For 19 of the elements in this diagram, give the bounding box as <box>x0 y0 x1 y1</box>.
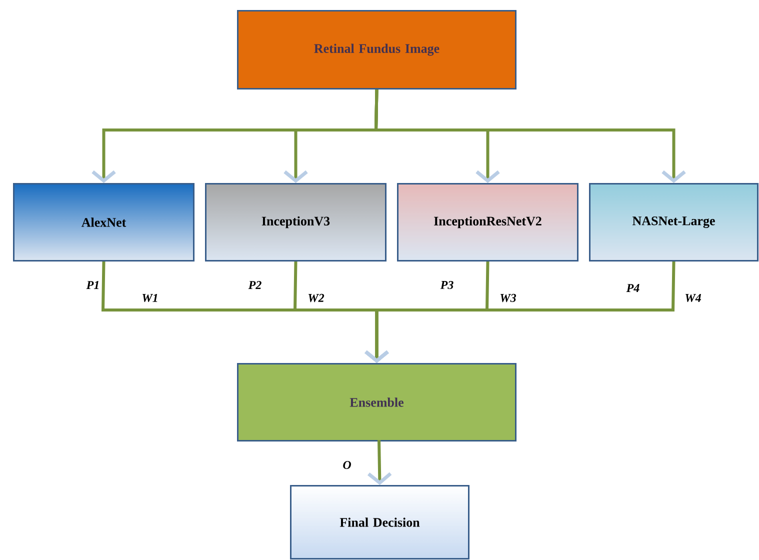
process-box: Final Decision <box>290 485 470 560</box>
edge-label: O <box>343 460 351 470</box>
weight-label: W3 <box>500 294 516 302</box>
edge-label: P3 <box>440 280 454 290</box>
arrow <box>374 89 686 183</box>
edge-label: P4 <box>626 284 640 292</box>
edge-label: P2 <box>248 281 262 289</box>
process-box: NASNet-Large <box>589 183 758 262</box>
weight-label: W1 <box>142 294 158 302</box>
weight-label: W2 <box>308 294 324 302</box>
process-box: InceptionResNetV2 <box>397 183 578 262</box>
process-box: AlexNet <box>13 183 194 262</box>
arrow <box>364 261 676 363</box>
weight-label: W4 <box>686 294 701 302</box>
edge-label: P1 <box>86 281 98 289</box>
process-box: InceptionV3 <box>205 183 386 262</box>
process-box: Retinal Fundus Image <box>237 10 516 90</box>
arrow <box>367 440 392 485</box>
process-box: Ensemble <box>237 363 516 442</box>
